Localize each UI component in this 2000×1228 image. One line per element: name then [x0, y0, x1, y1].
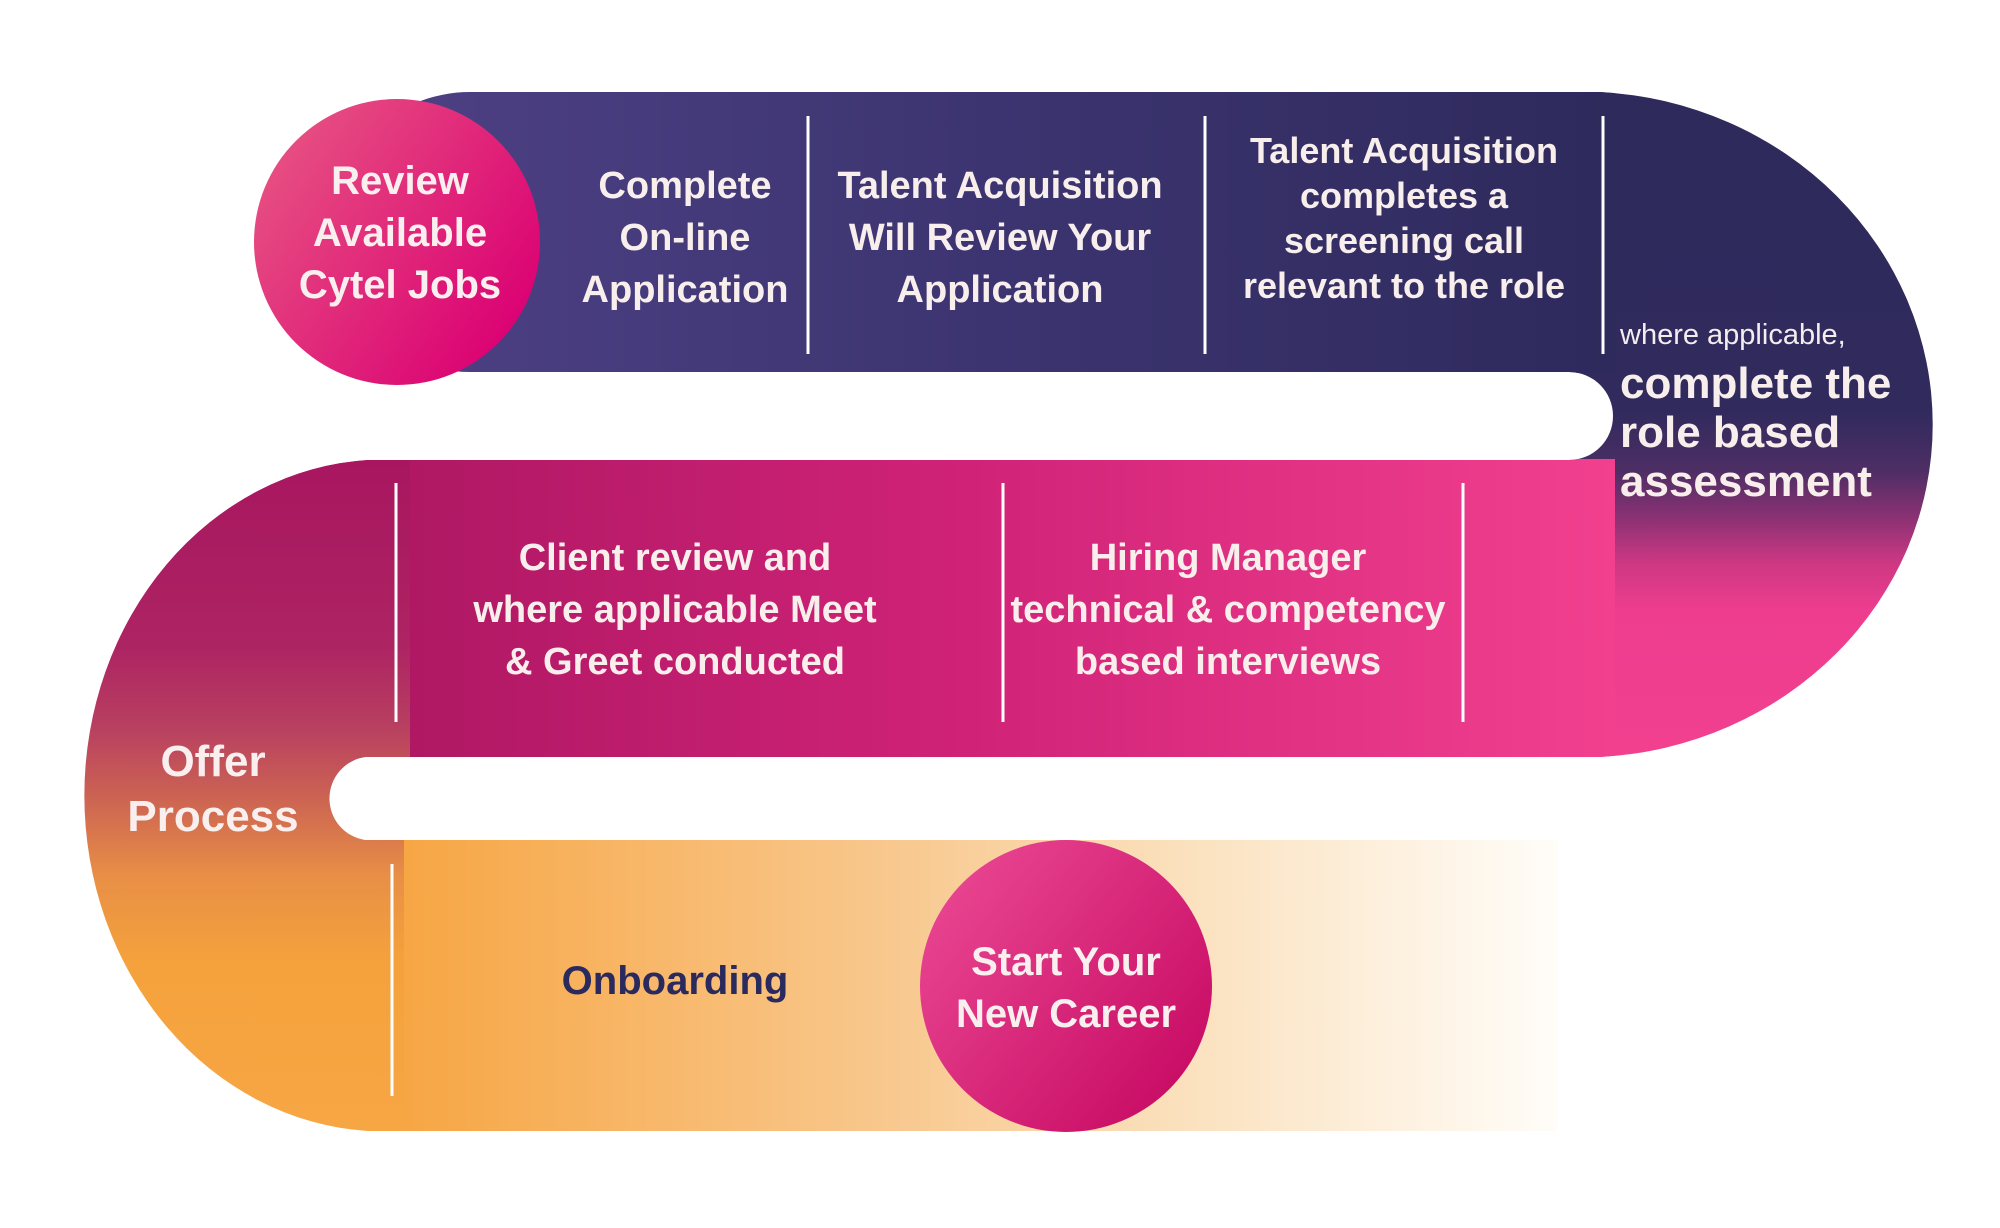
step-hiring-manager-interviews: Hiring Manager technical & competency ba…	[1010, 537, 1445, 683]
where-applicable-note: where applicable,	[1619, 319, 1846, 351]
step-label-line: Process	[127, 792, 298, 841]
end-circle-shape	[920, 840, 1212, 1132]
step-label-line: Will Review Your	[849, 217, 1152, 259]
start-circle-line-1: Review	[331, 159, 470, 203]
step-label-line: screening call	[1284, 220, 1524, 261]
step-label-line: Talent Acquisition	[1250, 130, 1558, 171]
start-circle-shape	[254, 99, 540, 385]
step-dividers	[390, 116, 1605, 1096]
start-circle-line-2: Available	[313, 211, 487, 255]
end-circle: Start Your New Career	[920, 840, 1212, 1132]
step-offer-process: Offer Process	[127, 737, 298, 841]
step-label-line: Talent Acquisition	[837, 165, 1162, 207]
step-label-line: based interviews	[1075, 641, 1381, 683]
step-label-line: assessment	[1620, 457, 1872, 506]
end-circle-line-2: New Career	[956, 992, 1176, 1036]
end-circle-line-1: Start Your	[971, 940, 1161, 984]
step-ta-review-application: Talent Acquisition Will Review Your Appl…	[837, 165, 1162, 311]
step-label-line: Client review and	[519, 537, 832, 579]
start-circle: Review Available Cytel Jobs	[254, 99, 540, 385]
step-label-line: Complete	[598, 165, 771, 207]
step-client-review-meet-greet: Client review and where applicable Meet …	[472, 537, 877, 683]
step-label-line: Application	[897, 269, 1104, 311]
step-ta-screening-call: Talent Acquisition completes a screening…	[1243, 130, 1565, 306]
step-label-line: On-line	[620, 217, 751, 259]
step-label-line: where applicable Meet	[472, 589, 877, 631]
step-label-line: Hiring Manager	[1090, 537, 1367, 579]
middle-band-segment	[285, 459, 1615, 758]
step-role-based-assessment: where applicable, complete the role base…	[1619, 319, 1891, 506]
step-label-line: technical & competency	[1010, 589, 1445, 631]
step-complete-online-application: Complete On-line Application	[582, 165, 789, 311]
step-label-line: & Greet conducted	[505, 641, 845, 683]
step-label-line: relevant to the role	[1243, 265, 1565, 306]
step-onboarding-label: Onboarding	[562, 959, 789, 1003]
step-label-line: Offer	[160, 737, 265, 786]
step-label-line: complete the	[1620, 359, 1891, 408]
start-circle-line-3: Cytel Jobs	[299, 263, 501, 307]
step-label-line: completes a	[1300, 175, 1509, 216]
step-label-line: role based	[1620, 408, 1840, 457]
step-label-line: Application	[582, 269, 789, 311]
